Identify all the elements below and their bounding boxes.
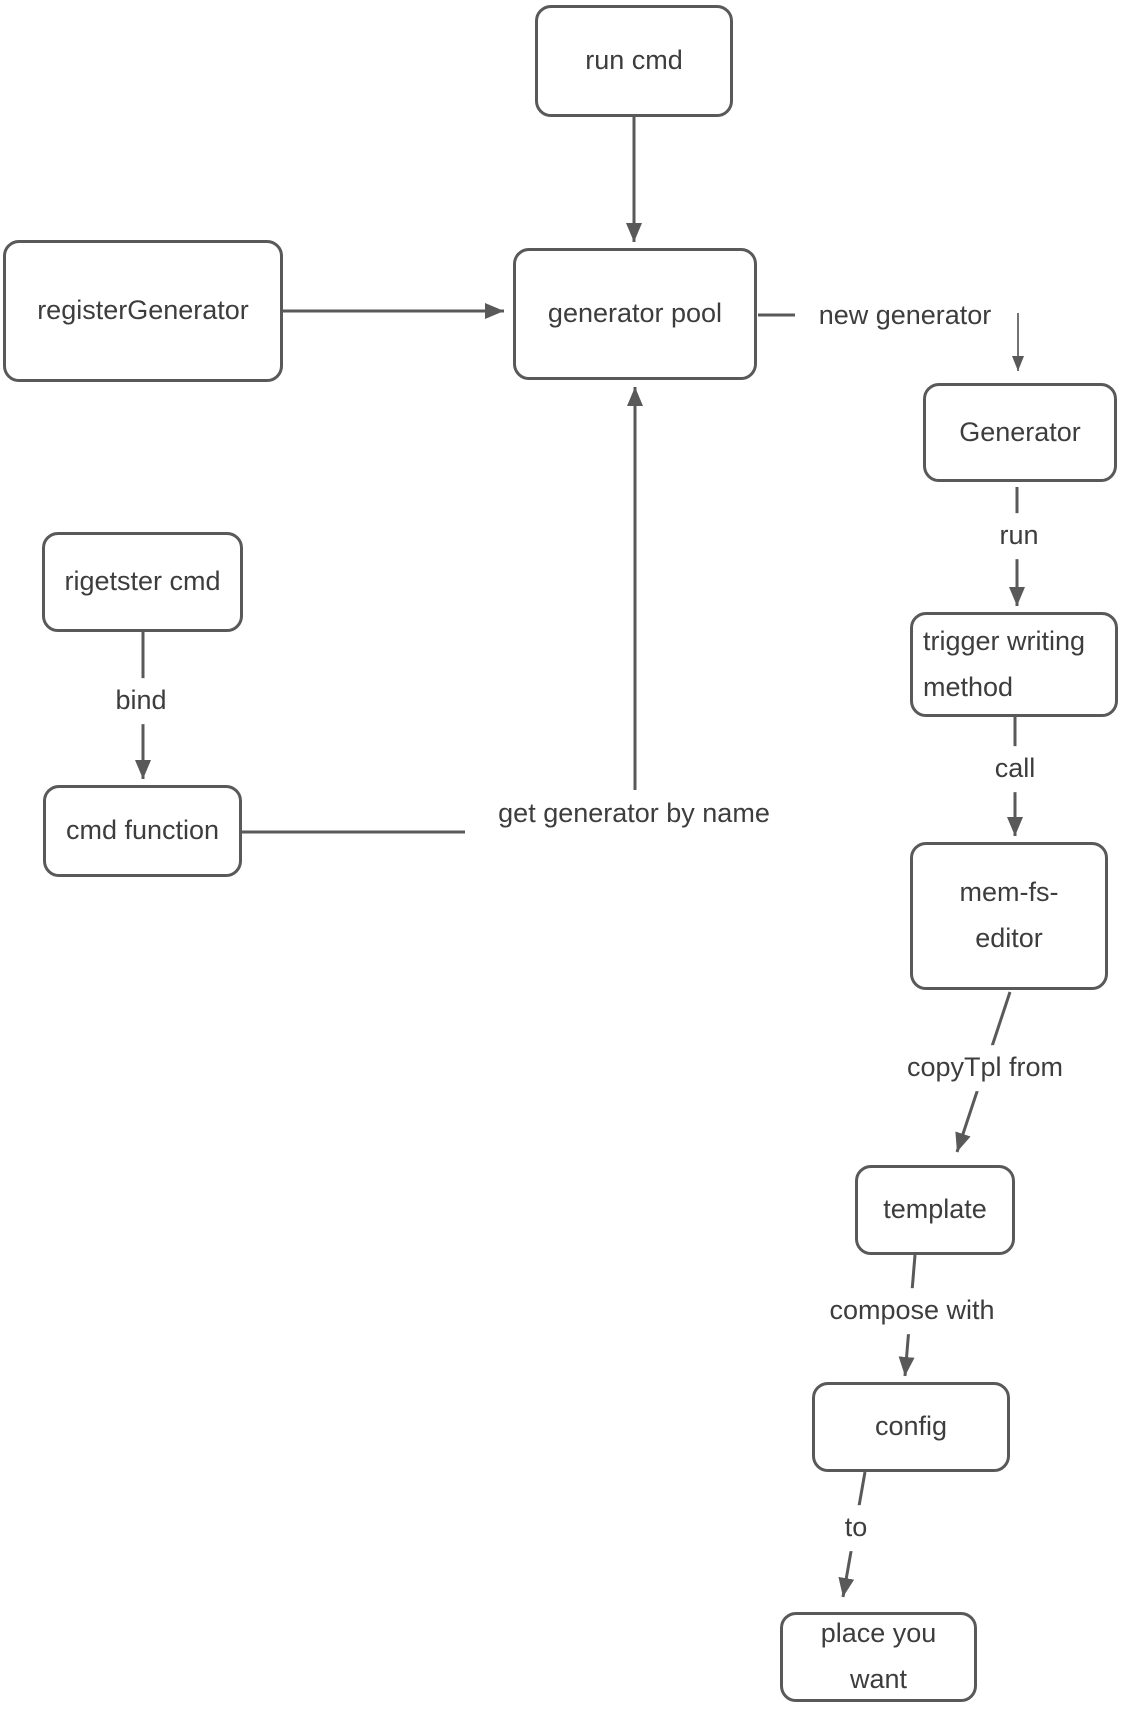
edge-label-call: call — [982, 746, 1048, 792]
node-place-you-want-label: place you want — [820, 1618, 937, 1694]
node-register-generator[interactable]: registerGenerator — [3, 240, 283, 382]
node-cmd-function[interactable]: cmd function — [43, 785, 242, 877]
edge-label-copytpl-from: copyTpl from — [894, 1045, 1076, 1091]
node-generator[interactable]: Generator — [923, 383, 1117, 482]
node-template-label: template — [883, 1194, 987, 1225]
edge-label-get-generator-by-name: get generator by name — [498, 798, 770, 829]
edge-label-new-generator: new generator — [818, 300, 992, 331]
node-place-you-want[interactable]: place you want — [780, 1612, 977, 1702]
node-run-cmd-label: run cmd — [585, 45, 683, 76]
node-generator-pool[interactable]: generator pool — [513, 248, 757, 380]
node-cmd-function-label: cmd function — [65, 815, 220, 846]
node-rigetster-cmd-label: rigetster cmd — [64, 566, 221, 597]
node-generator-pool-label: generator pool — [547, 298, 723, 329]
node-config[interactable]: config — [812, 1382, 1010, 1472]
node-config-label: config — [874, 1411, 948, 1442]
edge-label-bind: bind — [103, 678, 179, 724]
node-trigger-writing-method[interactable]: trigger writing method — [910, 612, 1118, 717]
edge-label-run: run — [987, 513, 1051, 559]
node-rigetster-cmd[interactable]: rigetster cmd — [42, 532, 243, 632]
node-run-cmd[interactable]: run cmd — [535, 5, 733, 117]
node-mem-fs-editor-label: mem-fs- editor — [959, 877, 1059, 953]
node-generator-label: Generator — [959, 416, 1081, 447]
node-register-generator-label: registerGenerator — [37, 295, 249, 326]
node-mem-fs-editor[interactable]: mem-fs- editor — [910, 842, 1108, 990]
edge-label-compose-with: compose with — [817, 1288, 1007, 1334]
edge-label-to: to — [832, 1505, 880, 1551]
node-template[interactable]: template — [855, 1165, 1015, 1255]
node-trigger-writing-method-label: trigger writing method — [923, 625, 1086, 702]
